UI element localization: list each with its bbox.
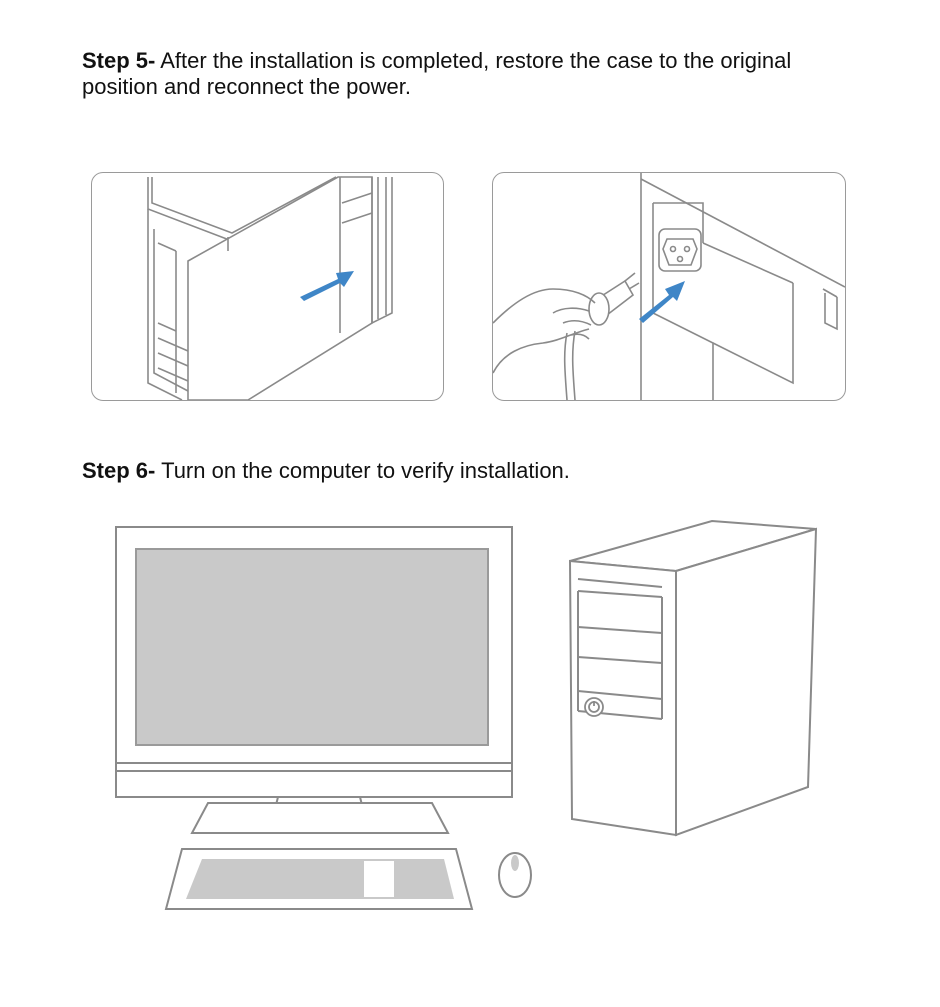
tower: [568, 519, 818, 837]
step-6-instruction: Step 6- Turn on the computer to verify i…: [82, 458, 862, 484]
step-5-label: Step 5-: [82, 48, 156, 73]
close-case-illustration: [91, 172, 444, 401]
step-5-instruction: Step 5- After the installation is comple…: [82, 48, 862, 100]
keyboard: [164, 848, 474, 910]
reconnect-power-illustration: [492, 172, 846, 401]
case-panel-drawing: [147, 176, 393, 400]
power-button-icon: [584, 697, 604, 717]
mouse: [498, 852, 532, 898]
step-5-text: After the installation is completed, res…: [82, 48, 792, 99]
arrow-icon: [300, 271, 354, 301]
arrow-icon: [639, 281, 685, 323]
monitor: [115, 526, 513, 834]
computer-drawing: [115, 519, 818, 910]
power-plug-icon: [588, 272, 640, 326]
power-socket-icon: [658, 228, 702, 272]
power-cord-drawing: [493, 173, 845, 400]
computer-illustration: [110, 515, 830, 915]
step-6-text: Turn on the computer to verify installat…: [155, 458, 570, 483]
step-6-label: Step 6-: [82, 458, 156, 483]
